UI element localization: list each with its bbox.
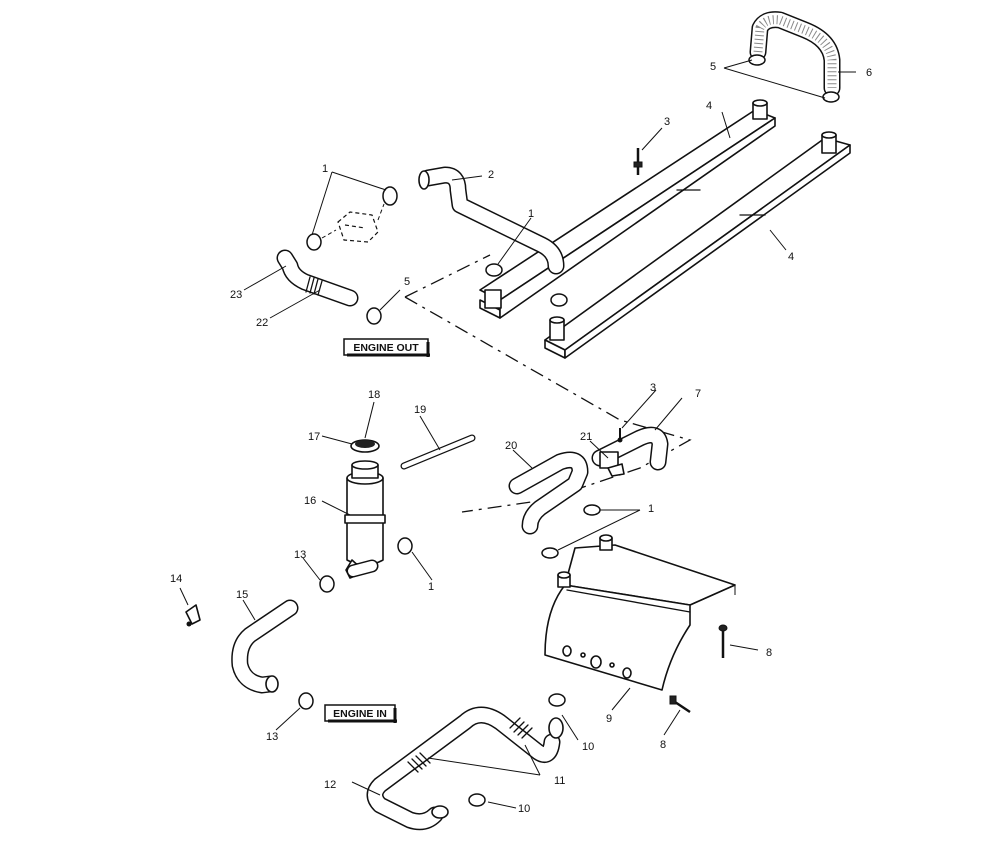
bypass-hose [508,451,589,535]
hose-clamp-13a [319,575,335,593]
engine-out-label: ENGINE OUT [343,338,430,357]
thermostat-housing-phantom [321,203,385,243]
callout-5a: 5 [710,61,716,73]
svg-text:ENGINE IN: ENGINE IN [333,708,387,720]
leader-lines [179,59,856,809]
engine-out-lower-hose [276,249,359,307]
radiator [544,534,736,691]
callout-12: 12 [324,779,336,791]
hose-clamp-13b [298,692,314,710]
callout-4b: 4 [788,251,794,263]
engine-in-upper-hose [231,599,299,694]
hose-clamp-1b [306,233,322,251]
callout-1a: 1 [322,163,328,175]
callout-19: 19 [414,404,426,416]
svg-text:ENGINE OUT: ENGINE OUT [353,342,419,354]
callout-3a: 3 [664,116,670,128]
callout-10a: 10 [582,741,594,753]
callout-4a: 4 [706,100,712,112]
callout-23: 23 [230,289,242,301]
engine-out-hose [418,166,565,275]
bolt-8-upper [718,624,728,658]
callout-8a: 8 [766,647,772,659]
hose-clamp-5b [822,91,840,103]
callout-6: 6 [866,67,872,79]
callout-20: 20 [505,440,517,452]
mounting-clip [185,604,201,627]
coolant-reservoir [344,460,386,579]
hose-clamp-1a [382,186,398,206]
hose-clamp-10b [468,793,486,807]
hose-clamp-1c [485,263,503,277]
bolt-8-lower [669,695,691,714]
hose-wrap-11 [407,717,533,773]
reservoir-cap [350,439,380,453]
callout-14: 14 [170,573,182,585]
bolt-3-upper [633,148,643,175]
callout-13a: 13 [294,549,306,561]
engine-in-label: ENGINE IN [324,704,397,723]
callout-18: 18 [368,389,380,401]
callout-13b: 13 [266,731,278,743]
callout-7: 7 [695,388,701,400]
hose-clamp-5a [748,54,766,66]
callout-16: 16 [304,495,316,507]
tee-fitting [599,451,625,477]
callout-3b: 3 [650,382,656,394]
callout-15: 15 [236,589,248,601]
heater-hose [591,426,669,471]
hose-clamp-1e [397,537,413,555]
callout-11: 11 [554,775,565,787]
callout-10b: 10 [518,803,530,815]
hose-clamp-1d [550,293,568,307]
callout-numbers: 1 1 1 1 2 3 3 4 4 5 5 6 7 8 8 9 10 10 11… [170,61,872,815]
hose-clamp-1g [541,547,559,559]
callout-8b: 8 [660,739,666,751]
vent-tube [400,434,476,470]
engine-in-lower-hose [366,706,564,831]
callout-9: 9 [606,713,612,725]
crossover-hose [749,11,841,97]
callout-1b: 1 [528,208,534,220]
callout-2: 2 [488,169,494,181]
hose-clamp-1f [583,504,601,516]
callout-1c: 1 [428,581,434,593]
heat-exchanger-lower [544,131,851,359]
callout-5b: 5 [404,276,410,288]
callout-22: 22 [256,317,268,329]
callout-17: 17 [308,431,320,443]
callout-1d: 1 [648,503,654,515]
hose-clamp-10a [548,693,566,707]
callout-21: 21 [580,431,592,443]
hose-clamp-5c [366,307,382,325]
